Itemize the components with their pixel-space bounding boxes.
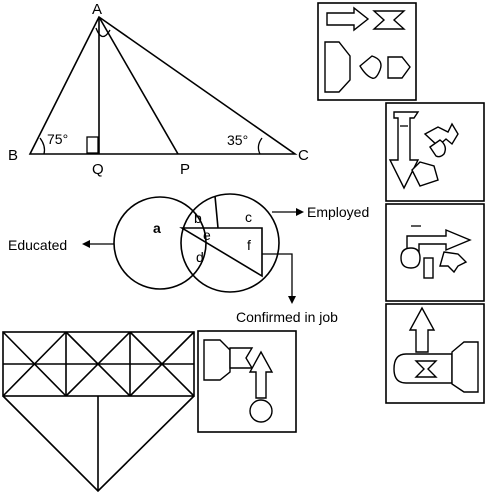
- heart-shape-icon: [359, 55, 382, 80]
- circle-base-icon: [249, 399, 273, 423]
- point-label-q: Q: [92, 161, 104, 178]
- confirmed-arrow-line: [262, 253, 293, 300]
- bullet-shape-icon: [324, 41, 351, 93]
- triangle-figure: A B C Q P 75° 35°: [8, 1, 309, 178]
- region-label-d: d: [196, 249, 204, 265]
- angle-label-c: 35°: [227, 132, 248, 148]
- region-label-f: f: [247, 237, 251, 253]
- truss-diag-2b: [65, 331, 131, 397]
- right-arrow-icon: [326, 6, 370, 32]
- confirmed-arrowhead: [288, 296, 296, 304]
- vertex-label-c: C: [298, 147, 309, 164]
- region-label-e: e: [203, 227, 211, 243]
- pattern-box-5-frame: [197, 330, 297, 433]
- pattern-box-5: [197, 330, 297, 433]
- employed-arrowhead: [296, 208, 304, 216]
- angle-label-b: 75°: [47, 131, 68, 147]
- triangle-abc: [28, 15, 298, 155]
- bowtie-small-icon: [414, 360, 438, 378]
- region-label-a: a: [153, 220, 161, 236]
- fish-tail-icon: [439, 251, 468, 274]
- bullet-left-icon: [203, 339, 231, 381]
- circle-employed: [180, 193, 280, 293]
- region-label-c: c: [245, 209, 252, 225]
- bisector-ap: [98, 16, 179, 155]
- region-label-b: b: [194, 210, 202, 226]
- pentagon-arrow-icon: [387, 56, 411, 79]
- vertex-label-a: A: [92, 1, 102, 18]
- b-e-divider: [214, 195, 219, 229]
- pattern-box-4: [385, 303, 485, 404]
- label-employed: Employed: [307, 204, 369, 220]
- triangle-confirmed: [179, 227, 263, 278]
- angle-arc-b: [39, 137, 46, 155]
- venn-diagram: a b c e d f Educated Employed Confirmed …: [8, 193, 369, 325]
- bowtie-icon: [372, 10, 406, 30]
- educated-arrowhead: [82, 240, 90, 248]
- angle-arc-a: [95, 27, 111, 38]
- pattern-box-1-frame: [317, 2, 417, 101]
- angle-arc-c: [257, 137, 263, 155]
- point-label-p: P: [180, 161, 190, 178]
- pattern-box-1: [317, 2, 417, 101]
- truss-diag-1b: [2, 331, 67, 397]
- bullet-right-icon: [451, 341, 479, 393]
- up-arrow-icon: [408, 306, 436, 353]
- label-educated: Educated: [8, 237, 67, 253]
- small-rect-icon: [423, 257, 434, 279]
- pentagon-cup-icon: [411, 161, 439, 187]
- pattern-box-2-frame: [385, 102, 485, 202]
- truss-figure: [2, 331, 195, 493]
- small-heart-icon: [429, 139, 447, 158]
- pattern-box-3: [385, 203, 485, 302]
- pattern-box-4-frame: [385, 303, 485, 404]
- down-arrow-icon: [388, 111, 420, 190]
- pattern-box-2: [385, 102, 485, 202]
- pattern-box-3-frame: [385, 203, 485, 302]
- truss-diag-3b: [129, 331, 195, 397]
- small-circle-shape-icon: [400, 247, 421, 269]
- vertex-label-b: B: [8, 147, 18, 164]
- label-confirmed-in-job: Confirmed in job: [236, 309, 338, 325]
- up-arrow-small-icon: [248, 350, 274, 399]
- right-angle-marker: [86, 136, 99, 154]
- funnel-icon: [229, 347, 254, 369]
